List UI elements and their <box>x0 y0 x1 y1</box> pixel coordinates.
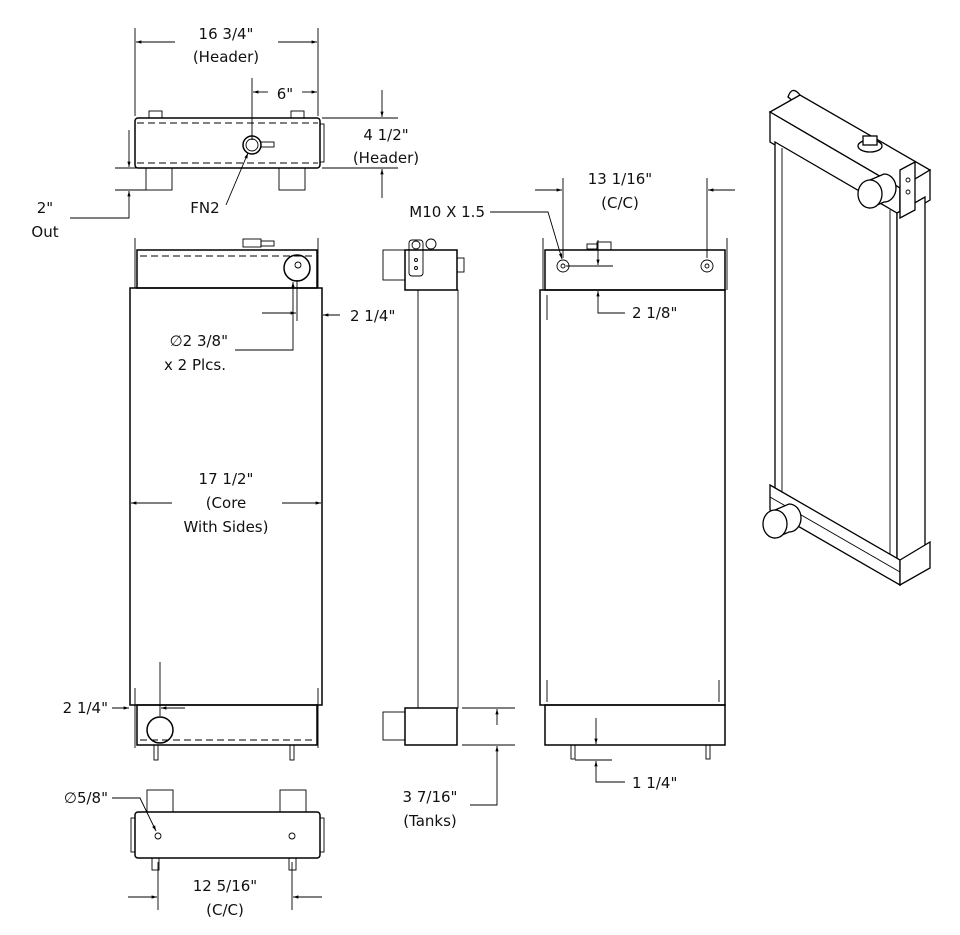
thread-spacing-value: 13 1/16" <box>588 170 652 188</box>
port-offset-top-value: 2 1/4" <box>350 307 395 325</box>
outlet-value: 2" <box>37 199 53 217</box>
outlet-port-icon <box>146 716 174 744</box>
mount-hole-icon <box>288 832 296 840</box>
bottom-view-dimensions: ∅5/8" 12 5/16" (C/C) <box>64 789 322 919</box>
thread-value: M10 X 1.5 <box>409 203 485 221</box>
tank-height-value: 3 7/16" <box>403 788 458 806</box>
bottom-view <box>130 789 325 871</box>
header-height-value: 4 1/2" <box>363 126 408 144</box>
port-diameter-value: ∅2 3/8" <box>170 332 228 350</box>
rear-view <box>539 238 728 760</box>
outlet-note: Out <box>31 223 58 241</box>
mount-hole-value: ∅5/8" <box>64 789 108 807</box>
header-height-note: (Header) <box>353 149 419 167</box>
core-width-value: 17 1/2" <box>199 470 254 488</box>
top-view <box>134 110 325 191</box>
rear-view-dimensions: M10 X 1.5 13 1/16" (C/C) 2 1/8" 1 1/4" <box>409 170 735 792</box>
core-width-note1: (Core <box>206 494 247 512</box>
thread-spacing-note: (C/C) <box>601 194 639 212</box>
front-view <box>129 238 323 761</box>
fill-neck-label: FN2 <box>190 199 219 217</box>
top-view-dimensions: 16 3/4" (Header) 6" 4 1/2" (Header) 2" O… <box>31 25 419 241</box>
tank-height-note: (Tanks) <box>403 812 457 830</box>
thread-offset-value: 2 1/8" <box>632 304 677 322</box>
side-view <box>382 238 465 746</box>
mount-hole-icon <box>154 832 162 840</box>
isometric-view <box>762 89 932 587</box>
side-view-dimensions: 3 7/16" (Tanks) <box>403 707 515 830</box>
port-diameter-note: x 2 Plcs. <box>164 356 226 374</box>
port-offset-bottom-value: 2 1/4" <box>63 699 108 717</box>
leg-length-value: 1 1/4" <box>632 774 677 792</box>
mount-spacing-note: (C/C) <box>206 901 244 919</box>
core-width-note2: With Sides) <box>184 518 269 536</box>
front-view-dimensions: 2 1/4" ∅2 3/8" x 2 Plcs. 17 1/2" (Core W… <box>63 280 395 717</box>
header-width-value: 16 3/4" <box>199 25 254 43</box>
header-width-note: (Header) <box>193 48 259 66</box>
thread-hole-icon <box>700 259 714 273</box>
mount-spacing-value: 12 5/16" <box>193 877 257 895</box>
inlet-offset-value: 6" <box>277 85 293 103</box>
